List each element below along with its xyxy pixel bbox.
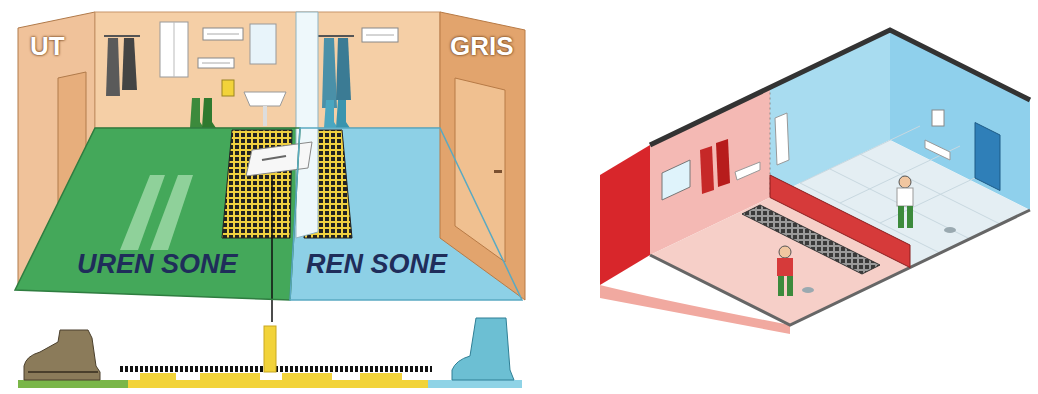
dirty-zone: UREN SONE (15, 128, 305, 303)
back-wall-part (207, 34, 239, 35)
boots-part (336, 100, 350, 128)
iso-room-part (932, 110, 944, 126)
iso-room (600, 30, 1030, 334)
back-wall-part (160, 22, 188, 77)
leader-line (272, 178, 273, 322)
right-wall-part (494, 170, 502, 173)
partition-wall (296, 12, 318, 238)
clean-zone: REN SONE (288, 128, 524, 302)
boots-part (190, 98, 204, 128)
iso-room-part (975, 123, 1000, 191)
iso-room-part (650, 30, 1030, 145)
iso-room-part (897, 188, 913, 206)
iso-room-part (662, 160, 690, 200)
wall-sign: UT (30, 32, 65, 61)
iso-room-part (778, 276, 784, 296)
back-wall-part (263, 106, 267, 126)
iso-room-part (907, 206, 913, 228)
cross-section-part (360, 373, 402, 380)
iso-room-part (800, 126, 1000, 253)
floor-part (150, 175, 193, 250)
iso-room-part (735, 162, 760, 180)
iso-room-part (899, 176, 911, 188)
back-wall-part (362, 28, 398, 42)
back-wall-part (95, 12, 440, 128)
iso-room-part (787, 276, 793, 296)
cross-section-part (140, 373, 176, 380)
grid-mat (222, 130, 352, 238)
zone-label: REN SONE (306, 250, 447, 280)
cross-section-part (128, 380, 428, 388)
iso-room-part (775, 113, 789, 165)
back-wall-part (198, 58, 234, 68)
iso-room-part (779, 246, 791, 258)
coat-part (336, 38, 351, 100)
iso-room-part (716, 139, 730, 187)
cross-section-part (452, 318, 514, 380)
zone-outline (15, 128, 300, 300)
zone-outline (290, 128, 522, 300)
cross-section-part (264, 326, 276, 372)
iso-room-part (925, 140, 950, 160)
zone-label: UREN SONE (77, 250, 238, 280)
iso-room-part (944, 227, 956, 233)
coat-part (104, 35, 140, 37)
coat-part (122, 38, 137, 90)
cross-section-part (282, 373, 332, 380)
back-wall-part (250, 24, 276, 64)
iso-room-part (700, 146, 714, 194)
boots-part (324, 100, 338, 128)
back-wall-part (366, 35, 394, 36)
iso-room-part (898, 206, 904, 228)
boots (190, 98, 350, 128)
cross-section-part (18, 380, 128, 388)
wall-sign: GRIS (450, 32, 514, 61)
back-wall-part (244, 92, 286, 106)
back-wall-part (202, 63, 230, 64)
leader-line-part (271, 178, 273, 322)
boots-part (202, 98, 216, 128)
back-wall-part (222, 80, 234, 96)
bench (246, 142, 312, 176)
coat-part (322, 38, 337, 108)
cross-section-part (28, 371, 98, 373)
coat-part (318, 35, 354, 37)
bench-part (262, 156, 286, 160)
right-wall-part (455, 78, 505, 262)
bench-part (246, 142, 312, 176)
back-wall-part (203, 28, 243, 40)
cross-section-part (24, 330, 100, 380)
back-wall-part (174, 22, 175, 77)
partition-wall-part (296, 12, 318, 238)
iso-room-part (802, 287, 814, 293)
cross-section-part (200, 373, 260, 380)
cross-section-part (428, 380, 522, 388)
cross-section (18, 318, 522, 388)
iso-room-part (600, 145, 650, 285)
back-wall (95, 12, 440, 128)
coat-part (106, 38, 120, 96)
iso-room-part (777, 258, 793, 276)
iso-room-part (770, 175, 910, 268)
